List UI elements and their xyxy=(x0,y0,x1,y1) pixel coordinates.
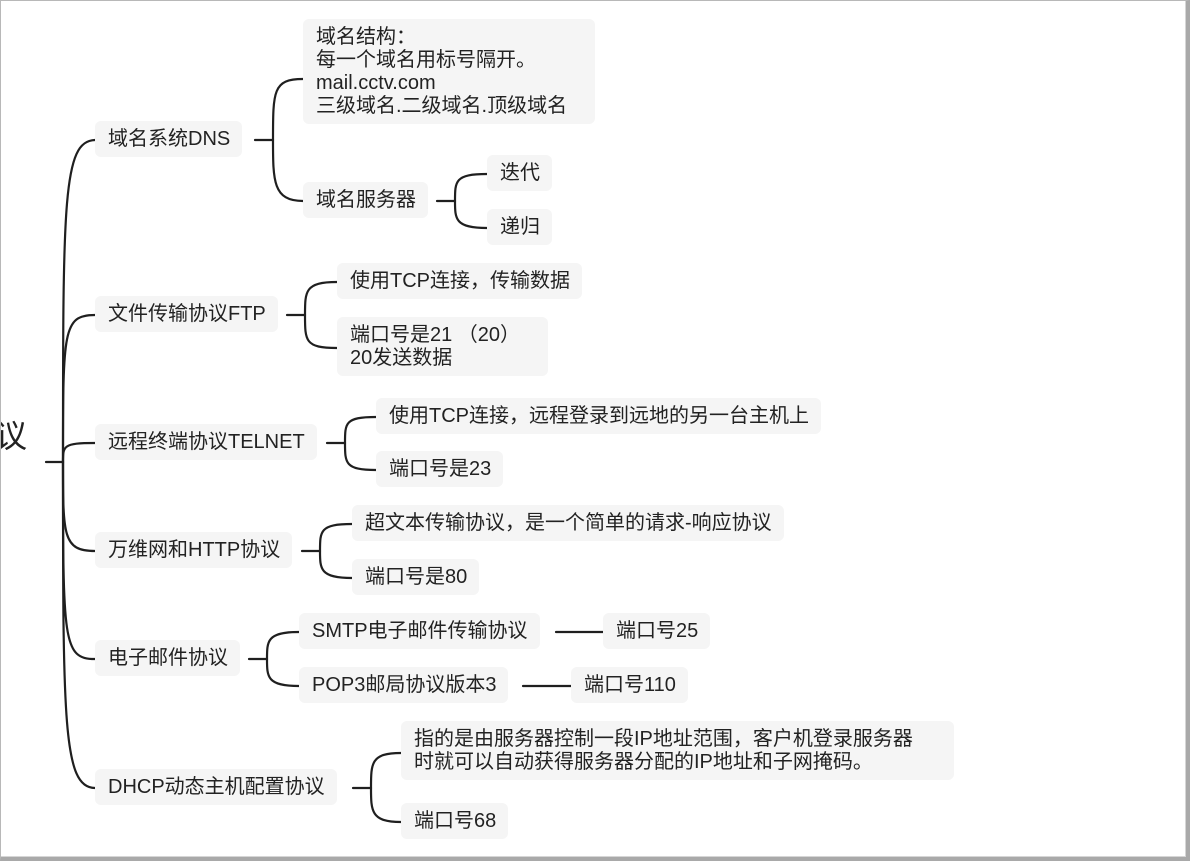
http-description[interactable]: 超文本传输协议，是一个简单的请求-响应协议 xyxy=(352,505,784,541)
ftp-tcp-transfer[interactable]: 使用TCP连接，传输数据 xyxy=(337,263,582,299)
telnet-tcp-remote-login[interactable]: 使用TCP连接，远程登录到远地的另一台主机上 xyxy=(376,398,821,434)
connector-root-dhcp xyxy=(61,460,97,790)
root-topic[interactable]: 议 xyxy=(1,411,27,457)
email-smtp-port[interactable]: 端口号25 xyxy=(603,613,711,649)
email-pop3-port[interactable]: 端口号110 xyxy=(571,667,688,703)
dns-name-server[interactable]: 域名服务器 xyxy=(303,182,428,218)
root-topic-label: 议 xyxy=(1,418,27,454)
email-smtp[interactable]: SMTP电子邮件传输协议 xyxy=(299,613,540,649)
branch-dns[interactable]: 域名系统DNS xyxy=(95,121,243,157)
dns-recursive[interactable]: 递归 xyxy=(487,209,552,245)
dhcp-port[interactable]: 端口号68 xyxy=(401,803,509,839)
telnet-port[interactable]: 端口号是23 xyxy=(376,451,504,487)
connector-root-ftp xyxy=(61,313,97,464)
http-port[interactable]: 端口号是80 xyxy=(352,559,480,595)
dhcp-description[interactable]: 指的是由服务器控制一段IP地址范围，客户机登录服务器 时就可以自动获得服务器分配… xyxy=(401,721,954,780)
ftp-port[interactable]: 端口号是21 （20） 20发送数据 xyxy=(337,317,548,376)
dns-iterative[interactable]: 迭代 xyxy=(487,155,552,191)
branch-email[interactable]: 电子邮件协议 xyxy=(95,640,240,676)
connector-root-dns xyxy=(61,138,97,464)
branch-dhcp[interactable]: DHCP动态主机配置协议 xyxy=(95,769,337,805)
connector-root-http xyxy=(61,460,97,553)
connector-root-telnet xyxy=(61,441,97,464)
email-pop3[interactable]: POP3邮局协议版本3 xyxy=(299,667,509,703)
branch-ftp[interactable]: 文件传输协议FTP xyxy=(95,296,278,332)
branch-http[interactable]: 万维网和HTTP协议 xyxy=(95,532,293,568)
dns-domain-structure[interactable]: 域名结构： 每一个域名用标号隔开。 mail.cctv.com 三级域名.二级域… xyxy=(303,19,595,124)
connector-root-email xyxy=(61,460,97,661)
branch-telnet[interactable]: 远程终端协议TELNET xyxy=(95,424,317,460)
